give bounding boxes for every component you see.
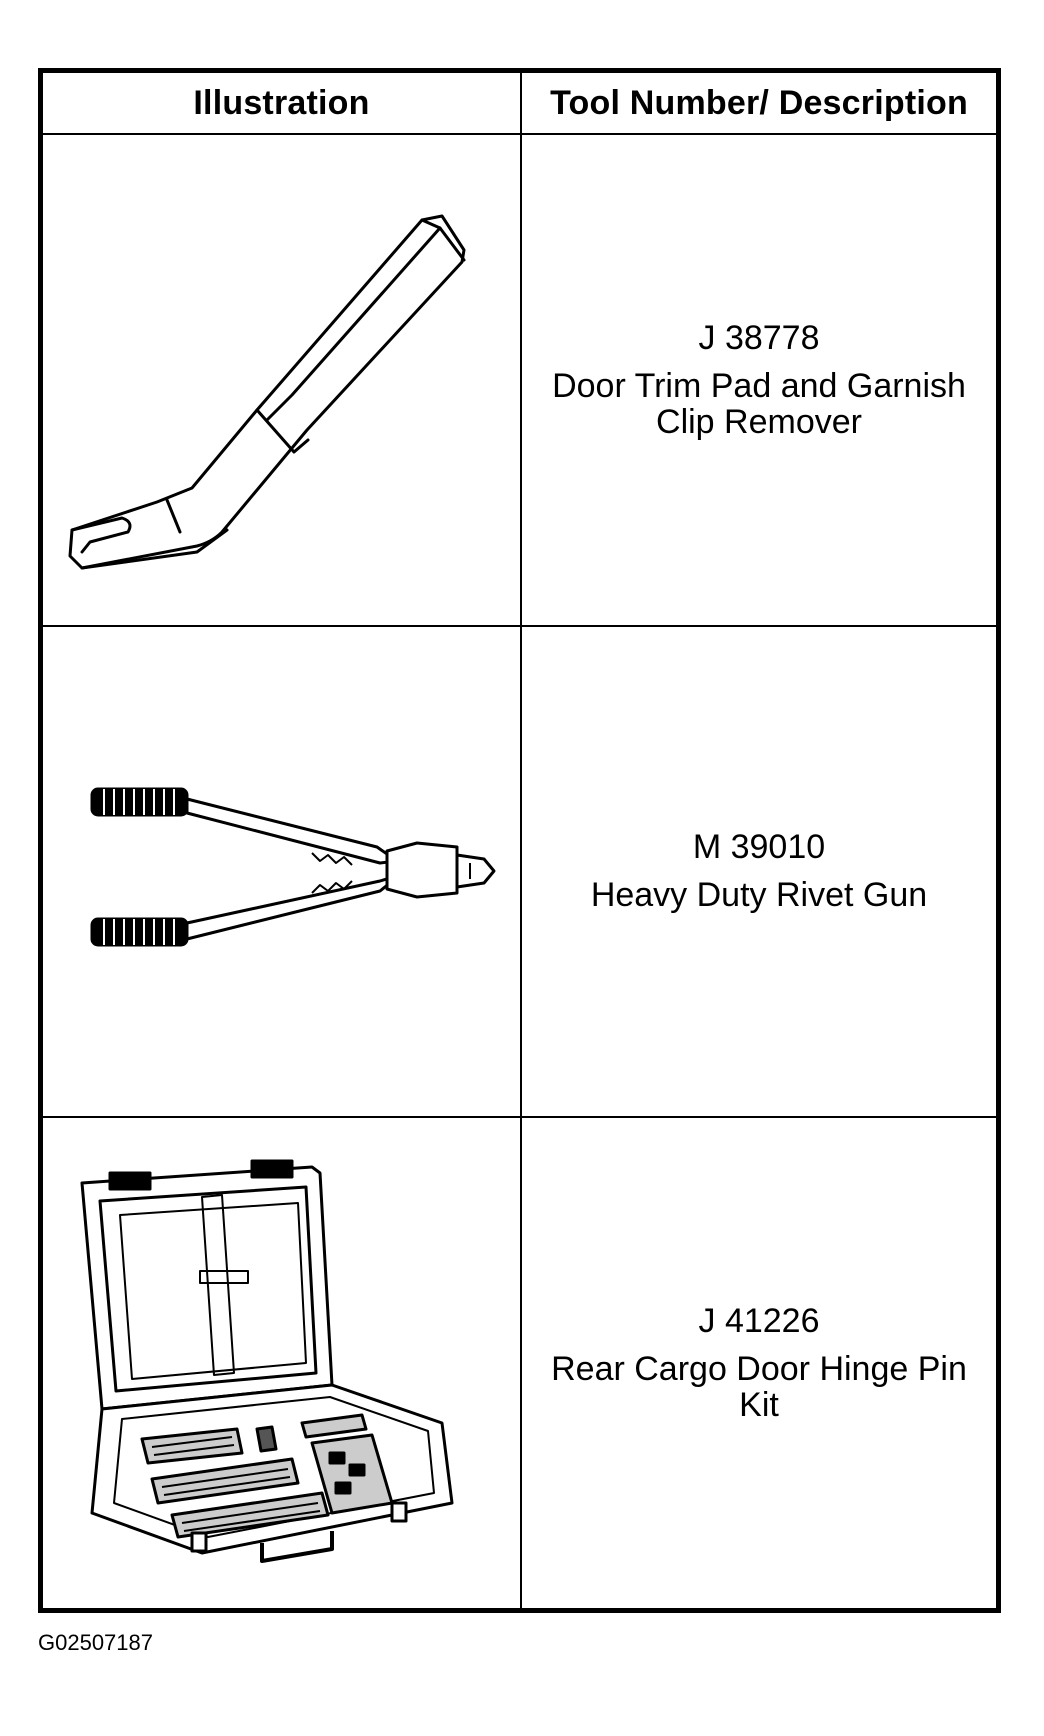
figure-code: G02507187 (38, 1630, 153, 1655)
illustration-cell-2 (43, 624, 522, 1117)
illustration-cell-3 (43, 1116, 522, 1608)
description-cell-2: M 39010 Heavy Duty Rivet Gun (522, 624, 996, 1117)
description-cell-3: J 41226 Rear Cargo Door Hinge Pin Kit (522, 1116, 996, 1608)
rivet-gun-icon (90, 787, 495, 947)
tool-number: J 41226 (698, 1302, 820, 1341)
tool-number: M 39010 (692, 828, 826, 867)
tool-number: J 38778 (698, 318, 820, 357)
header-tool-description: Tool Number/ Description (550, 83, 968, 122)
tool-table: Illustration Tool Number/ Description J … (38, 68, 1001, 1613)
description-cell-1: J 38778 Door Trim Pad and Garnish Clip R… (522, 133, 996, 625)
tool-name: Door Trim Pad and Garnish Clip Remover (552, 366, 966, 441)
tool-name: Heavy Duty Rivet Gun (590, 876, 928, 915)
trim-pad-remover-icon (68, 214, 465, 570)
illustration-cell-1 (43, 133, 522, 625)
hinge-pin-kit-case-icon (80, 1159, 453, 1564)
tool-name: Rear Cargo Door Hinge Pin Kit (551, 1350, 967, 1425)
header-illustration: Illustration (43, 73, 522, 133)
